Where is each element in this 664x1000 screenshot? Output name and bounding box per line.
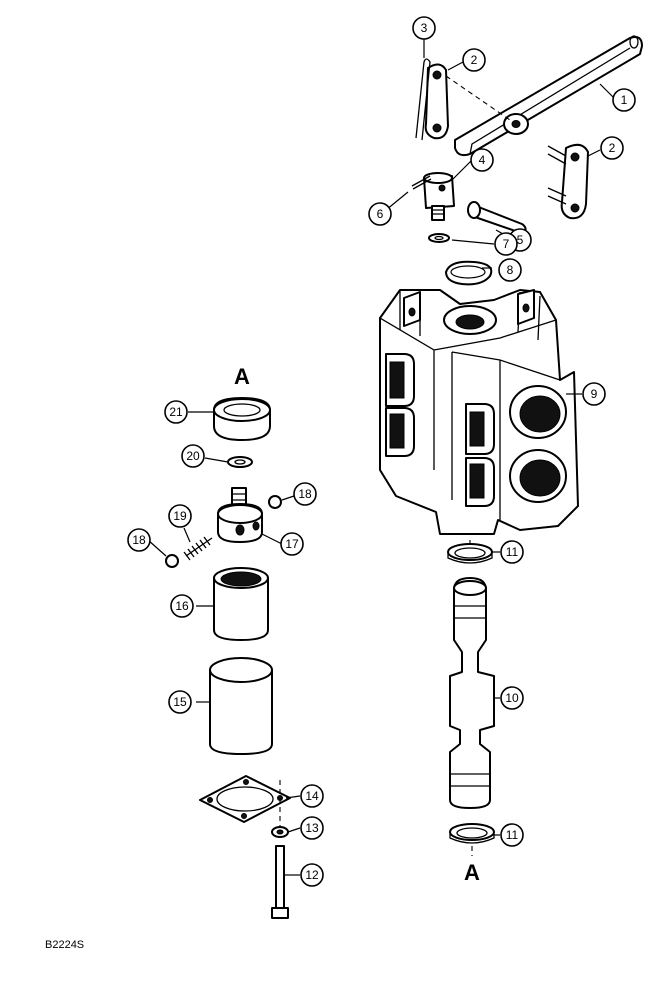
- detent-ball-left-part: [165, 554, 179, 568]
- callout-12: 12: [300, 863, 324, 887]
- svg-text:1: 1: [621, 93, 628, 107]
- sleeve-part: [213, 567, 269, 641]
- callout-7: 7: [494, 232, 518, 256]
- svg-text:9: 9: [591, 387, 598, 401]
- svg-text:2: 2: [471, 53, 478, 67]
- cotter-pin-part: [415, 58, 431, 141]
- svg-text:20: 20: [186, 449, 200, 463]
- callout-21: 21: [164, 400, 188, 424]
- svg-text:3: 3: [421, 21, 428, 35]
- bushing-part: [209, 657, 273, 755]
- snap-ring-part: [445, 260, 493, 286]
- callout-16: 16: [170, 594, 194, 618]
- callout-15: 15: [168, 690, 192, 714]
- svg-text:16: 16: [175, 599, 189, 613]
- svg-text:19: 19: [173, 509, 187, 523]
- callout-19: 19: [168, 504, 192, 528]
- svg-text:14: 14: [305, 789, 319, 803]
- svg-text:18: 18: [298, 487, 312, 501]
- spool-part: [449, 577, 495, 809]
- svg-text:6: 6: [377, 207, 384, 221]
- valve-body-part: [379, 289, 579, 535]
- lever-arm-part: [454, 35, 643, 157]
- end-plate-part: [199, 775, 291, 823]
- figure-reference: B2224S: [45, 939, 84, 951]
- svg-text:17: 17: [285, 537, 299, 551]
- callout-2-right: 2: [600, 136, 624, 160]
- callout-18-right: 18: [293, 482, 317, 506]
- link-plate-right-part: [547, 143, 589, 220]
- callout-2-upper: 2: [462, 48, 486, 72]
- clevis-part: [423, 172, 455, 221]
- svg-text:12: 12: [305, 868, 319, 882]
- seal-ring-lower-part: [449, 823, 495, 844]
- callout-9: 9: [582, 382, 606, 406]
- detent-cap-part: [217, 487, 263, 543]
- callout-11-lower: 11: [500, 823, 524, 847]
- spring-washer-part: [227, 456, 253, 468]
- callout-1: 1: [612, 88, 636, 112]
- svg-text:15: 15: [173, 695, 187, 709]
- svg-text:13: 13: [305, 821, 319, 835]
- callout-18-left: 18: [127, 528, 151, 552]
- svg-text:8: 8: [507, 263, 514, 277]
- cap-screw-part: [271, 845, 289, 919]
- small-pin-part: [411, 175, 432, 190]
- detent-spring-part: [183, 536, 213, 561]
- view-label-a-top: A: [234, 364, 250, 389]
- seal-ring-upper-part: [447, 543, 493, 564]
- svg-text:18: 18: [132, 533, 146, 547]
- callout-10: 10: [500, 686, 524, 710]
- callout-14: 14: [300, 784, 324, 808]
- callout-17: 17: [280, 532, 304, 556]
- detent-ball-right-part: [268, 495, 282, 509]
- svg-text:7: 7: [503, 237, 510, 251]
- svg-text:11: 11: [506, 828, 519, 842]
- svg-text:2: 2: [609, 141, 616, 155]
- callout-11-upper: 11: [500, 540, 524, 564]
- washer-part: [271, 826, 289, 838]
- svg-text:10: 10: [505, 691, 519, 705]
- callout-4: 4: [470, 148, 494, 172]
- callout-8: 8: [498, 258, 522, 282]
- link-plate-left-part: [424, 63, 449, 140]
- lock-washer-part: [428, 233, 450, 243]
- svg-text:4: 4: [479, 153, 486, 167]
- callout-20: 20: [181, 444, 205, 468]
- callout-6: 6: [368, 202, 392, 226]
- callout-13: 13: [300, 816, 324, 840]
- view-label-a-bottom: A: [464, 860, 480, 885]
- callout-3: 3: [412, 16, 436, 40]
- svg-text:21: 21: [169, 405, 183, 419]
- svg-text:5: 5: [517, 233, 524, 247]
- svg-text:11: 11: [506, 545, 519, 559]
- retainer-ring-part: [213, 397, 271, 441]
